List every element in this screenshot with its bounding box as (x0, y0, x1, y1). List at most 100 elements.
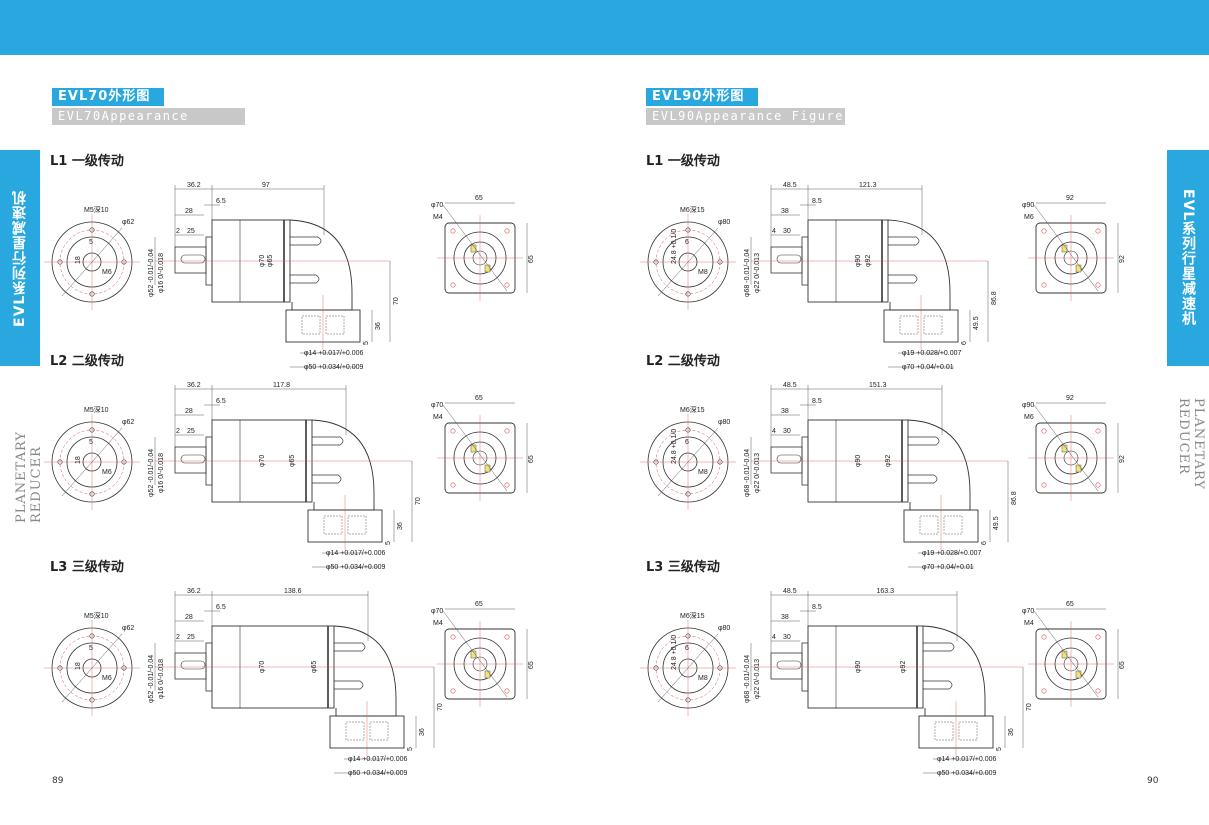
dimension-label: φ65 (267, 255, 274, 267)
dimension-label: φ92 (885, 455, 892, 467)
right-angle-elbow (311, 419, 375, 511)
mounting-hole (1095, 228, 1101, 234)
dimension-label: 4 (772, 428, 776, 435)
hole-spec-label: M6深15 (680, 205, 705, 214)
keyway (776, 254, 802, 264)
thread-label: M4 (433, 214, 443, 221)
hole-spec-label: M5深10 (84, 405, 109, 414)
thread-label: M6 (102, 675, 112, 682)
mounting-hole (1095, 482, 1101, 488)
page-title-cn: EVL90外形图 (646, 88, 758, 106)
key-height-label: 24.8 +0.1/0 (671, 429, 678, 464)
dimension-label: 65 (528, 255, 535, 263)
base-hole (899, 315, 919, 335)
mounting-hole (450, 228, 456, 234)
mounting-hole (504, 228, 510, 234)
key-width-label: 6 (685, 645, 689, 652)
key-height-label: 24.8 +0.1/0 (671, 635, 678, 670)
base-hole (325, 315, 345, 335)
tolerance-label: φ70 +0.04/+0.01 (922, 564, 974, 571)
dimension-label: 5 (996, 747, 1003, 751)
mounting-hole (450, 688, 456, 694)
tolerance-label: φ14 +0.017/+0.006 (937, 756, 997, 763)
clamp-screw (1075, 264, 1082, 273)
transmission-level-heading: L3 三级传动 (646, 560, 720, 575)
elbow-ribs (908, 436, 940, 484)
base-hole (923, 315, 943, 335)
diameter-label: φ90 (1022, 402, 1034, 409)
keyway (776, 454, 802, 464)
dimension-label: 25 (187, 428, 195, 435)
dimension-label: 48.5 (783, 588, 797, 595)
clamp-screw (470, 244, 477, 253)
thread-label: M8 (698, 469, 708, 476)
leader-line (442, 204, 508, 292)
tolerance-label: φ14 +0.017/+0.006 (304, 350, 364, 357)
dimension-label: 38 (781, 208, 789, 215)
dimension-label: 151.3 (869, 382, 887, 389)
dimension-label: 70 (1026, 703, 1033, 711)
thread-label: M4 (1024, 620, 1034, 627)
tolerance-label: φ50 +0.034/+0.009 (348, 770, 408, 777)
dimension-label: 36.2 (187, 588, 201, 595)
base-hole (958, 721, 978, 741)
dimension-label: 30 (783, 228, 791, 235)
leader-line (657, 427, 719, 497)
dimension-label: 30 (783, 428, 791, 435)
tolerance-label: φ16 0/-0.018 (158, 253, 165, 293)
header-band (0, 0, 1209, 55)
dimension-label: 6.5 (216, 198, 226, 205)
dimension-label: 49.5 (993, 516, 1000, 530)
dimension-label: 36 (419, 728, 426, 736)
thread-label: M6 (102, 269, 112, 276)
mounting-hole (1095, 428, 1101, 434)
keyway (180, 454, 206, 464)
dimension-label: 92 (1066, 195, 1074, 202)
base-hole (347, 515, 367, 535)
leader-line (61, 427, 123, 497)
base-hole (369, 721, 389, 741)
output-shaft (174, 446, 207, 474)
tolerance-label: φ52 -0.01/-0.04 (148, 249, 155, 297)
diameter-label: φ80 (718, 419, 730, 426)
key-width-label: 6 (685, 239, 689, 246)
elbow-ribs (312, 436, 344, 484)
transmission-level-heading: L2 二级传动 (50, 354, 124, 369)
keyway (776, 660, 802, 670)
page-title-cn: EVL70外形图 (52, 88, 164, 106)
dimension-label: 28 (185, 408, 193, 415)
clamp-screw (484, 464, 491, 473)
clamp-screw (470, 444, 477, 453)
tolerance-label: φ22 0/-0.013 (754, 659, 761, 699)
tolerance-label: φ14 +0.017/+0.006 (326, 550, 386, 557)
dimension-label: 8.5 (812, 398, 822, 405)
leader-line (442, 404, 508, 492)
dimension-label: 5 (363, 341, 370, 345)
clamp-screw (1075, 464, 1082, 473)
mounting-hole (1041, 428, 1047, 434)
mounting-hole (504, 634, 510, 640)
mounting-hole (450, 282, 456, 288)
dimension-label: 65 (475, 601, 483, 608)
right-angle-elbow (887, 219, 951, 311)
clamp-screw (1061, 244, 1068, 253)
tolerance-label: φ52 -0.01/-0.04 (148, 449, 155, 497)
mounting-hole (450, 634, 456, 640)
dimension-label: 5 (385, 541, 392, 545)
dimension-label: 138.6 (284, 588, 302, 595)
dimension-label: φ70 (259, 455, 266, 467)
output-shaft (770, 652, 803, 680)
dimension-label: 6.5 (216, 398, 226, 405)
dimension-label: 36.2 (187, 182, 201, 189)
dimension-label: φ90 (855, 455, 862, 467)
thread-label: M6 (102, 469, 112, 476)
diameter-label: φ70 (431, 608, 443, 615)
right-angle-elbow (907, 419, 971, 511)
clamp-screw (470, 650, 477, 659)
dimension-label: φ70 (259, 255, 266, 267)
dimension-label: 6.5 (216, 604, 226, 611)
